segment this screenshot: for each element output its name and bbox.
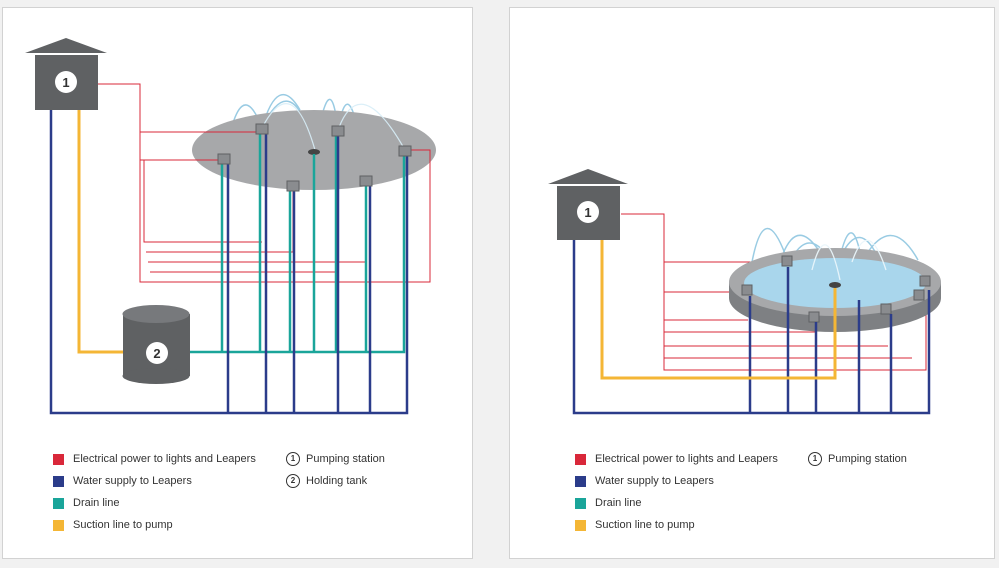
- legend-label: Electrical power to lights and Leapers: [73, 453, 256, 465]
- key-number-badge: 1: [286, 452, 300, 466]
- key-label: Pumping station: [306, 453, 385, 465]
- left-legend-item-suction: Suction line to pump: [53, 518, 173, 532]
- drain-swatch: [575, 497, 586, 509]
- legend-label: Drain line: [595, 497, 642, 509]
- key-label: Holding tank: [306, 475, 368, 487]
- right-pumping-station-marker: 1: [584, 205, 591, 220]
- left-diagram: 1 2: [25, 38, 436, 415]
- right-pumping-station: 1: [548, 169, 628, 240]
- left-key-item-holding-tank: 2 Holding tank: [286, 474, 367, 488]
- right-key-item-pumping-station: 1 Pumping station: [808, 452, 907, 466]
- water-swatch: [575, 475, 586, 487]
- legend-label: Suction line to pump: [595, 519, 695, 531]
- left-holding-tank: 2: [122, 305, 190, 384]
- right-legend-item-electrical: Electrical power to lights and Leapers: [575, 452, 778, 466]
- left-leaper-nozzles: [217, 123, 412, 192]
- suction-swatch: [53, 519, 64, 531]
- left-legend-item-water: Water supply to Leapers: [53, 474, 192, 488]
- right-water-supply-lines: [572, 240, 931, 415]
- right-legend-item-water: Water supply to Leapers: [575, 474, 714, 488]
- left-drain-lines: [190, 130, 406, 354]
- electrical-swatch: [575, 453, 586, 465]
- left-holding-tank-marker: 2: [153, 346, 160, 361]
- key-number-badge: 2: [286, 474, 300, 488]
- right-legend-item-drain: Drain line: [575, 496, 641, 510]
- electrical-swatch: [53, 453, 64, 465]
- left-pumping-station: 1: [25, 38, 107, 110]
- legend-label: Water supply to Leapers: [595, 475, 714, 487]
- key-number-badge: 1: [808, 452, 822, 466]
- left-key-item-pumping-station: 1 Pumping station: [286, 452, 385, 466]
- left-water-supply-lines: [49, 110, 409, 415]
- drain-swatch: [53, 497, 64, 509]
- left-legend-item-drain: Drain line: [53, 496, 119, 510]
- legend-label: Electrical power to lights and Leapers: [595, 453, 778, 465]
- right-legend-item-suction: Suction line to pump: [575, 518, 695, 532]
- left-pumping-station-marker: 1: [62, 75, 69, 90]
- water-swatch: [53, 475, 64, 487]
- legend-label: Suction line to pump: [73, 519, 173, 531]
- right-leaper-nozzles: [741, 255, 931, 323]
- right-diagram: 1: [548, 169, 941, 415]
- key-label: Pumping station: [828, 453, 907, 465]
- left-center-drain: [308, 149, 320, 155]
- left-suction-line: [77, 110, 124, 354]
- suction-swatch: [575, 519, 586, 531]
- legend-label: Water supply to Leapers: [73, 475, 192, 487]
- right-suction-line: [600, 240, 837, 380]
- left-legend-item-electrical: Electrical power to lights and Leapers: [53, 452, 256, 466]
- legend-label: Drain line: [73, 497, 120, 509]
